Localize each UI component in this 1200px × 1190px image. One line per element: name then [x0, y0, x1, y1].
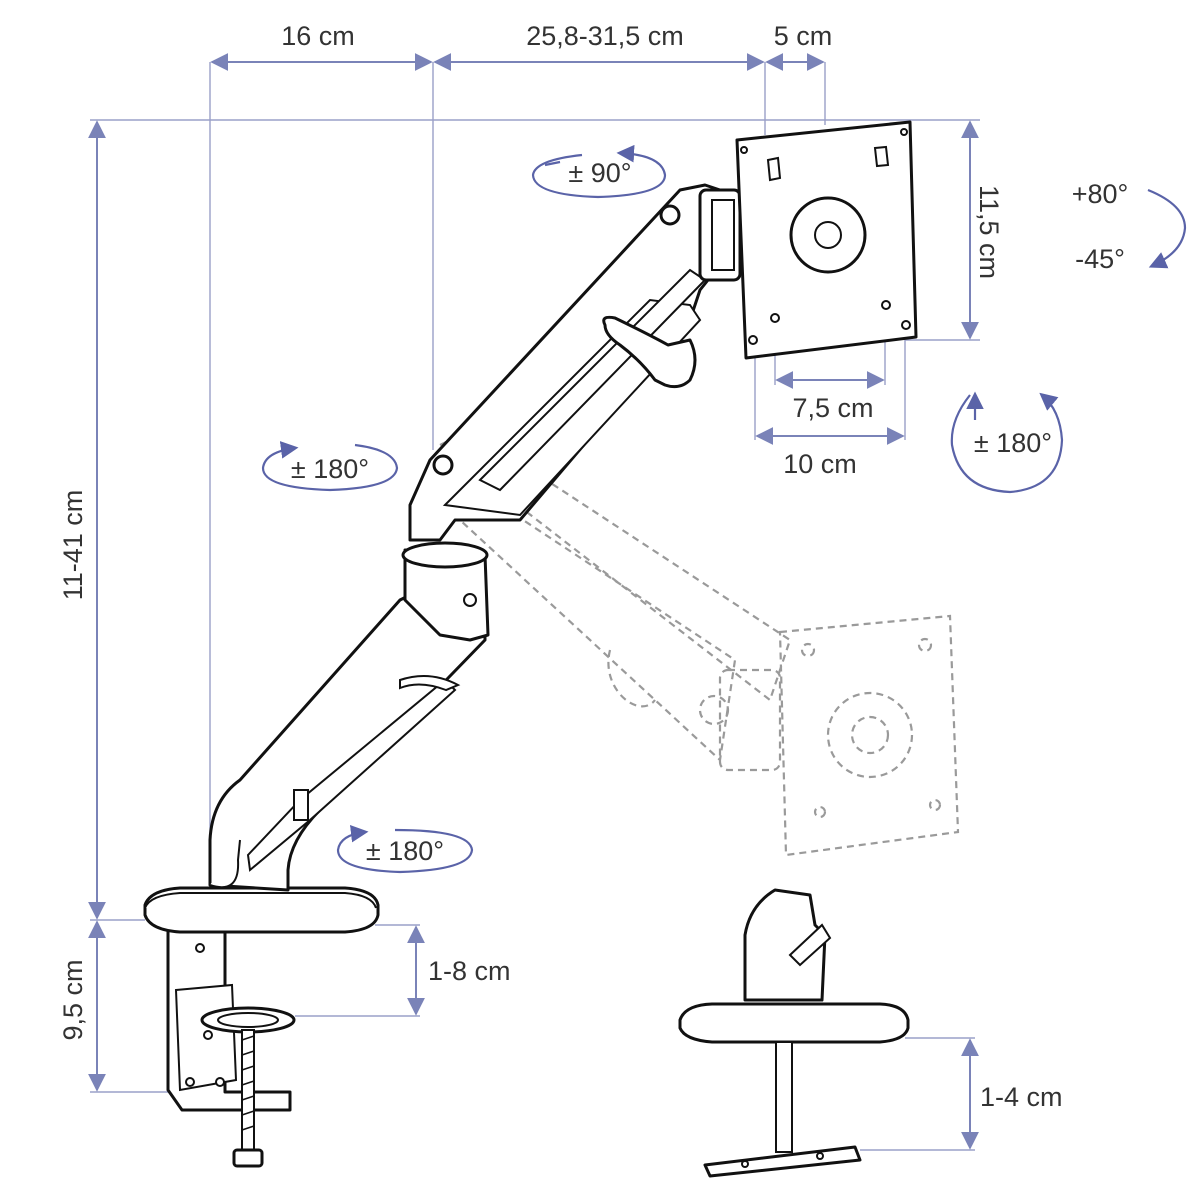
label-tilt-down: -45° [1075, 244, 1125, 274]
label-head-swivel: ± 90° [568, 158, 631, 188]
label-base-swivel: ± 180° [366, 836, 444, 866]
label-plate-height: 11,5 cm [974, 185, 1004, 279]
label-vesa-large: 10 cm [783, 449, 857, 479]
label-head-offset: 5 cm [774, 21, 833, 51]
dimension-arrows [88, 53, 979, 1150]
ghost-vesa-plate [778, 614, 960, 857]
upper-arm [408, 183, 742, 542]
label-arm-reach: 25,8-31,5 cm [526, 21, 684, 51]
rotation-screen-arrow [950, 391, 1064, 494]
label-elbow-swivel: ± 180° [291, 454, 369, 484]
label-vertical-range: 11-41 cm [58, 490, 88, 601]
label-clamp-height: 9,5 cm [58, 959, 88, 1040]
label-screen-rotation: ± 180° [974, 428, 1052, 458]
rotation-tilt-arrow [1147, 188, 1187, 269]
elbow-joint [401, 541, 490, 642]
label-grommet-desk: 1-4 cm [980, 1082, 1063, 1112]
rotation-head-swivel-arrow [531, 144, 667, 199]
tilt-head [698, 188, 742, 282]
clamp-assembly [166, 928, 296, 1168]
label-clamp-desk: 1-8 cm [428, 956, 511, 986]
base-plate [143, 886, 380, 934]
rotation-base-arrow [336, 824, 474, 874]
lower-arm [208, 583, 487, 892]
vesa-plate [735, 120, 918, 360]
label-vesa-small: 7,5 cm [792, 393, 873, 423]
labels: 16 cm 25,8-31,5 cm 5 cm 11-41 cm 11,5 cm… [58, 21, 1128, 1112]
label-tilt-up: +80° [1072, 179, 1129, 209]
grommet-mount [678, 888, 910, 1178]
rotation-elbow-arrow [261, 441, 399, 492]
label-base-to-joint: 16 cm [281, 21, 355, 51]
